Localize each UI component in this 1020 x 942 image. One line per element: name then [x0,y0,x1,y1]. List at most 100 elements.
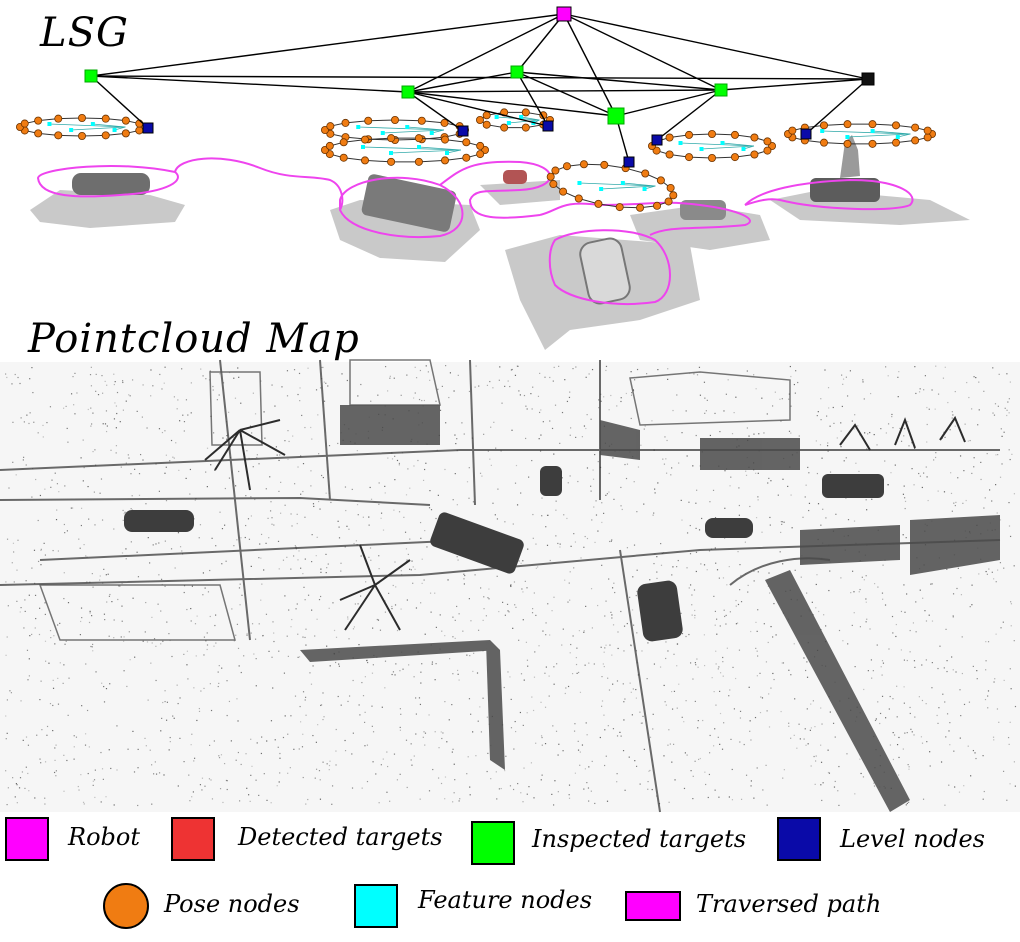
point [75,736,78,738]
lsg-edge [90,75,149,129]
point [119,585,121,587]
point [394,561,396,563]
point [605,494,607,496]
point [298,748,300,750]
point [158,428,161,430]
point [666,439,668,442]
point [632,688,634,690]
point [750,739,752,741]
point [608,491,610,493]
feature-node [678,141,683,145]
point [51,479,53,481]
point [35,617,37,620]
point [863,688,865,691]
point [366,780,369,783]
point [389,377,391,379]
point [490,778,492,780]
point [91,643,94,646]
point [561,644,563,646]
point [864,432,866,434]
point [722,577,725,579]
point [575,663,578,666]
point [964,423,966,425]
point [518,639,520,641]
point [9,690,11,692]
point [745,474,748,476]
point [41,729,43,731]
feature-edge [622,182,656,187]
point [125,548,127,550]
point [540,701,542,703]
pose-node [641,169,650,178]
point [793,383,795,386]
point [245,524,247,527]
point [246,632,248,635]
point [928,614,930,616]
point [290,568,292,570]
point [823,614,825,616]
point [440,782,443,785]
lsg-graph [15,6,970,350]
point [495,771,497,773]
point [914,447,916,449]
point [331,785,334,787]
point [759,672,761,674]
point [510,584,512,586]
point [16,600,18,602]
point [370,498,373,500]
point [504,614,506,616]
point [874,719,877,722]
point [58,491,60,493]
point [46,725,49,728]
point [371,725,373,727]
point [232,436,234,439]
point [219,373,221,375]
point [812,700,814,702]
pose-node [923,133,932,142]
legend-detected-swatch [171,817,215,861]
point [454,434,456,436]
point [999,519,1002,521]
point [200,368,202,370]
point [601,700,604,702]
point [631,392,633,394]
point [956,587,958,590]
point [327,563,329,565]
point [813,755,815,758]
point [380,517,382,519]
point [80,774,82,776]
point [286,635,288,637]
pose-node [843,120,852,129]
pose-node [868,120,877,129]
pose-node [574,194,583,203]
point [769,592,771,594]
point [317,414,319,416]
point [688,587,690,589]
point [821,723,823,725]
point [541,736,543,739]
point [519,394,521,396]
point [949,429,951,431]
point [665,657,667,660]
point [37,432,39,434]
point [737,551,739,553]
point [568,794,570,796]
point [164,690,166,692]
point [907,421,909,423]
point [1006,799,1008,801]
point [745,774,748,776]
point [583,546,585,548]
point [664,436,666,438]
point [532,386,534,388]
point [177,702,179,705]
point [873,785,876,787]
point [458,800,460,802]
point [255,658,257,660]
point [272,621,274,623]
point [164,366,166,368]
point [262,635,264,637]
point [284,715,286,717]
point [463,578,465,580]
point [33,421,35,423]
point [305,628,307,630]
